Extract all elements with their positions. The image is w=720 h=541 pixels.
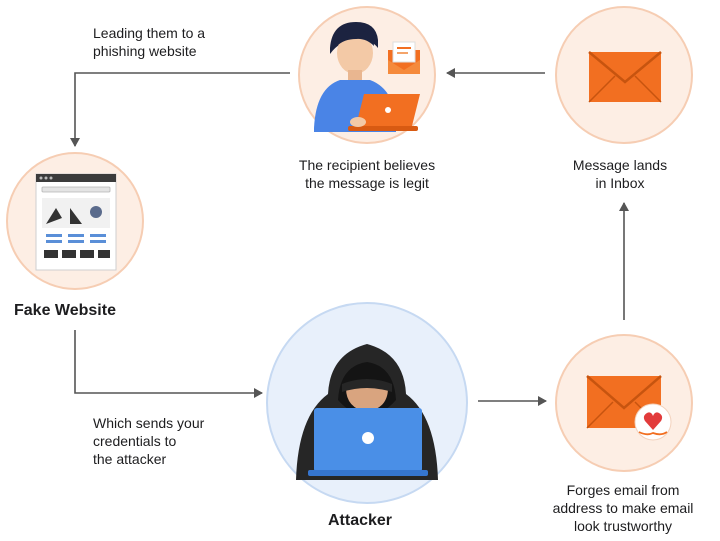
arrow-recipient-to-website [70, 72, 290, 147]
web-page-icon [35, 173, 117, 271]
fake-website-title: Fake Website [14, 302, 116, 319]
recipient-caption: The recipient believes the message is le… [298, 157, 436, 191]
inbox-circle [555, 6, 693, 144]
attacker-circle [266, 302, 468, 504]
arrow-website-to-attacker [74, 330, 263, 398]
hooded-attacker-icon [296, 344, 438, 480]
inbox-caption: Message lands in Inbox [572, 157, 668, 191]
recipient-person-icon [314, 22, 420, 132]
envelope-icon [588, 51, 662, 103]
edge-label-leading: Leading them to a phishing website [93, 25, 206, 59]
forge-circle [555, 334, 693, 472]
edge-label-credentials: Which sends your credentials to the atta… [93, 415, 205, 467]
fake-website-circle [6, 152, 144, 290]
attacker-title: Attacker [328, 512, 393, 529]
forge-caption: Forges email from address to make email … [552, 482, 694, 534]
forged-envelope-icon [586, 375, 672, 441]
recipient-circle [298, 6, 436, 144]
